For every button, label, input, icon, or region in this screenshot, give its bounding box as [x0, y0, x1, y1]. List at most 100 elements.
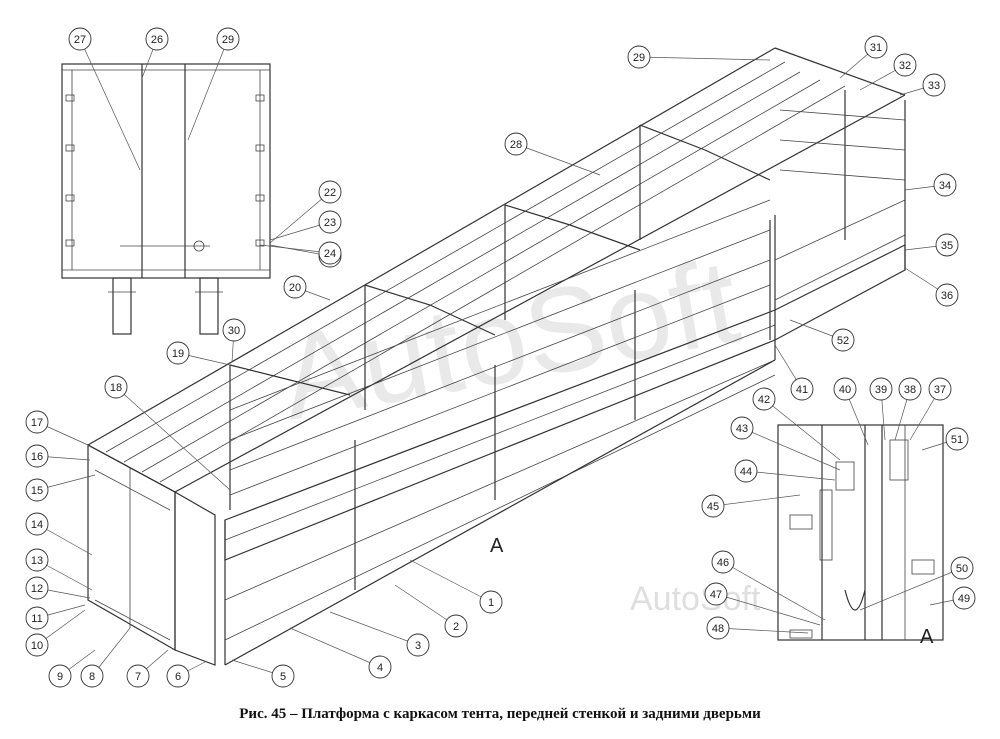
callout-number: 31 — [870, 42, 882, 54]
callout-circle — [945, 427, 969, 451]
callout-number: 36 — [941, 290, 953, 302]
callout-number: 39 — [875, 384, 887, 396]
callout-number: 41 — [796, 384, 808, 396]
callout-circle — [864, 35, 888, 59]
callout-number: 14 — [31, 519, 43, 531]
callout-number: 15 — [31, 485, 43, 497]
callout-leader — [515, 143, 601, 176]
callout-number: 52 — [837, 335, 849, 347]
callout-number: 20 — [289, 282, 301, 294]
callout-number: 18 — [110, 382, 122, 394]
callout-circle — [893, 53, 917, 77]
callout-circle — [869, 377, 893, 401]
callout-circle — [734, 459, 758, 483]
callout-number: 38 — [904, 384, 916, 396]
callout-number: 28 — [510, 139, 522, 151]
callout-leader — [722, 561, 826, 621]
callout-circle — [711, 550, 735, 574]
callout-circle — [271, 664, 295, 688]
callout-leader — [763, 398, 841, 461]
callout-circle — [283, 275, 307, 299]
callout-number: 40 — [839, 384, 851, 396]
callout-circle — [504, 132, 528, 156]
callout-circle — [25, 512, 49, 536]
callout-leader — [409, 559, 492, 603]
callout-number: 9 — [57, 671, 63, 683]
callout-number: 2 — [453, 621, 459, 633]
callout-number: 44 — [740, 466, 752, 478]
callout-leader — [259, 244, 331, 254]
callout-circle — [922, 73, 946, 97]
callout-number: 11 — [31, 613, 42, 625]
callout-circle — [368, 655, 392, 679]
callout-number: 10 — [31, 640, 43, 652]
callout-number: 12 — [31, 583, 43, 595]
callout-number: 13 — [31, 555, 43, 567]
callout-leader — [289, 627, 381, 668]
callout-number: 7 — [135, 671, 141, 683]
callout-leader — [394, 584, 457, 627]
callout-number: 22 — [324, 187, 336, 199]
callout-circle — [898, 377, 922, 401]
callout-circle — [704, 582, 728, 606]
callout-number: 5 — [280, 671, 286, 683]
callout-circle — [25, 548, 49, 572]
callout-leader — [741, 427, 841, 471]
watermark-small: AutoSoft — [630, 580, 761, 618]
callout-number: 32 — [899, 60, 911, 72]
callout-circle — [730, 416, 754, 440]
callout-number: 6 — [175, 671, 181, 683]
callout-circle — [790, 377, 814, 401]
callout-number: 29 — [633, 52, 645, 64]
callout-number: 45 — [707, 501, 719, 513]
callout-circle — [25, 444, 49, 468]
callout-number: 3 — [415, 640, 421, 652]
callout-circle — [952, 586, 976, 610]
callout-number: 30 — [228, 325, 240, 337]
view-label-main: А — [490, 535, 504, 557]
callout-circle — [833, 377, 857, 401]
callout-circle — [831, 328, 855, 352]
callout-number: 24 — [324, 248, 336, 260]
callout-number: 33 — [928, 80, 940, 92]
callout-number: 48 — [712, 623, 724, 635]
callout-number: 26 — [151, 34, 163, 46]
callout-circle — [145, 27, 169, 51]
callout-circle — [166, 664, 190, 688]
callout-circle — [752, 387, 776, 411]
callout-circle — [318, 210, 342, 234]
callout-circle — [68, 27, 92, 51]
callout-number: 46 — [717, 557, 729, 569]
callout-circle — [25, 410, 49, 434]
callout-circle — [935, 283, 959, 307]
callout-circle — [318, 241, 342, 265]
callout-circle — [126, 664, 150, 688]
figure-caption: Рис. 45 – Платформа с каркасом тента, пе… — [239, 706, 761, 722]
callout-number: 51 — [951, 434, 963, 446]
callout-circle — [935, 233, 959, 257]
callout-circle — [48, 664, 72, 688]
callout-leader — [187, 38, 229, 141]
callout-circle — [406, 633, 430, 657]
callout-leader — [329, 611, 419, 646]
callout-number: 8 — [89, 671, 95, 683]
callout-number: 1 — [488, 597, 494, 609]
callout-leader — [115, 386, 231, 491]
callout-leader — [269, 191, 331, 244]
callout-number: 4 — [377, 662, 383, 674]
callout-circle — [479, 590, 503, 614]
callout-number: 27 — [74, 34, 86, 46]
callout-number: 49 — [958, 593, 970, 605]
callout-number: 19 — [172, 348, 184, 360]
callout-circle — [318, 180, 342, 204]
callout-number: 43 — [736, 423, 748, 435]
rear-view-inset — [61, 63, 271, 335]
callout-leader — [79, 38, 141, 171]
callout-circle — [104, 375, 128, 399]
callout-circle — [444, 614, 468, 638]
callout-leader — [712, 494, 801, 507]
callout-number: 23 — [324, 217, 336, 229]
callout-number: 29 — [222, 34, 234, 46]
callout-leader — [717, 627, 809, 634]
